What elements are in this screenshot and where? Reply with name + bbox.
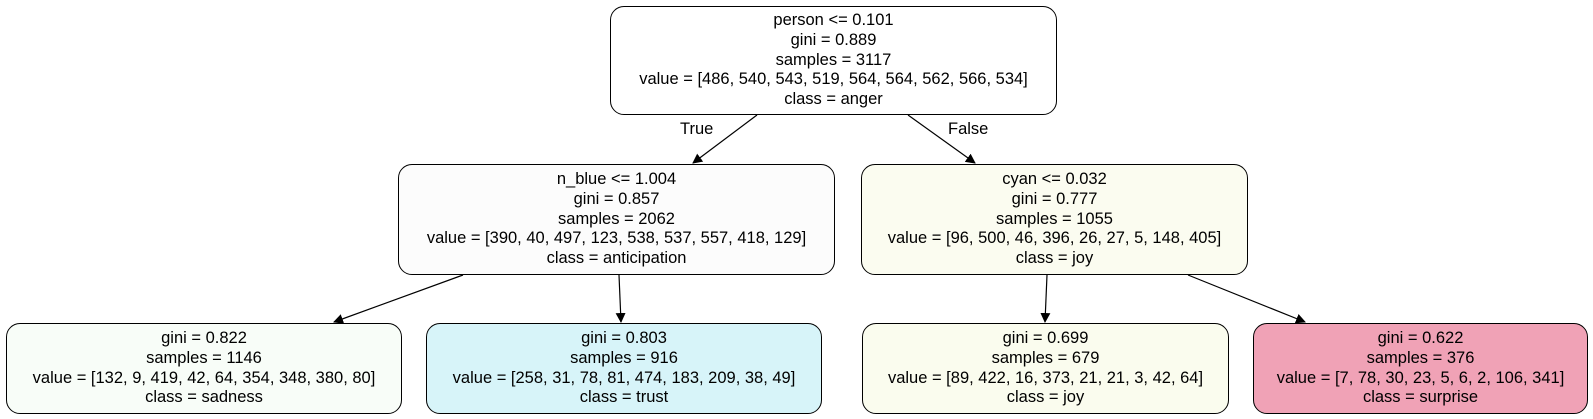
node-value: value = [96, 500, 46, 396, 26, 27, 5, 14… [887,229,1222,248]
node-split-rule: cyan <= 0.032 [1002,170,1107,188]
node-value: value = [89, 422, 16, 373, 21, 21, 3, 42… [887,368,1204,387]
tree-leaf-left-left: gini = 0.822 samples = 1146 value = [132… [6,323,402,414]
tree-leaf-left-right: gini = 0.803 samples = 916 value = [258,… [426,323,822,414]
branch-label-false: False [948,120,989,138]
node-gini: gini = 0.622 [1377,328,1464,347]
node-class: class = joy [1006,388,1085,407]
branch-label-true: True [680,120,714,138]
tree-leaf-right-right: gini = 0.622 samples = 376 value = [7, 7… [1253,323,1588,414]
node-gini: gini = 0.857 [573,189,660,208]
node-class: class = anger [784,90,883,109]
node-samples: samples = 1146 [146,348,262,367]
node-value: value = [390, 40, 497, 123, 538, 537, 55… [426,229,807,248]
node-gini: gini = 0.699 [1002,328,1089,347]
node-gini: gini = 0.889 [790,30,877,49]
node-samples: samples = 1055 [996,209,1113,228]
edge-root-to-right [907,114,976,164]
edge-right-to-right-right [1187,274,1306,324]
tree-leaf-right-left: gini = 0.699 samples = 679 value = [89, … [862,323,1229,414]
edge-root-to-left [692,114,758,164]
node-split-rule: person <= 0.101 [773,11,894,29]
node-split-rule: n_blue <= 1.004 [556,170,677,188]
node-class: class = anticipation [546,249,687,268]
node-samples: samples = 3117 [775,50,892,69]
node-value: value = [258, 31, 78, 81, 474, 183, 209,… [452,368,796,387]
node-samples: samples = 2062 [558,209,675,228]
node-value: value = [132, 9, 419, 42, 64, 354, 348, … [32,368,376,387]
node-value: value = [486, 540, 543, 519, 564, 564, 5… [639,70,1028,89]
node-gini: gini = 0.803 [581,328,667,347]
node-class: class = surprise [1362,388,1479,407]
node-gini: gini = 0.777 [1011,189,1098,208]
tree-node-root: person <= 0.101 gini = 0.889 samples = 3… [610,6,1057,115]
edge-left-to-left-left [333,274,464,324]
edge-right-to-right-left [1040,274,1051,323]
node-gini: gini = 0.822 [161,328,247,347]
node-samples: samples = 916 [570,348,678,367]
tree-node-left: n_blue <= 1.004 gini = 0.857 samples = 2… [398,164,835,275]
edge-left-to-left-right [615,274,626,323]
node-class: class = joy [1015,249,1094,268]
node-class: class = sadness [145,388,263,407]
node-samples: samples = 679 [991,348,1100,367]
node-value: value = [7, 78, 30, 23, 5, 6, 2, 106, 34… [1276,368,1565,387]
node-class: class = trust [579,388,669,407]
tree-node-right: cyan <= 0.032 gini = 0.777 samples = 105… [861,164,1248,275]
node-samples: samples = 376 [1366,348,1475,367]
